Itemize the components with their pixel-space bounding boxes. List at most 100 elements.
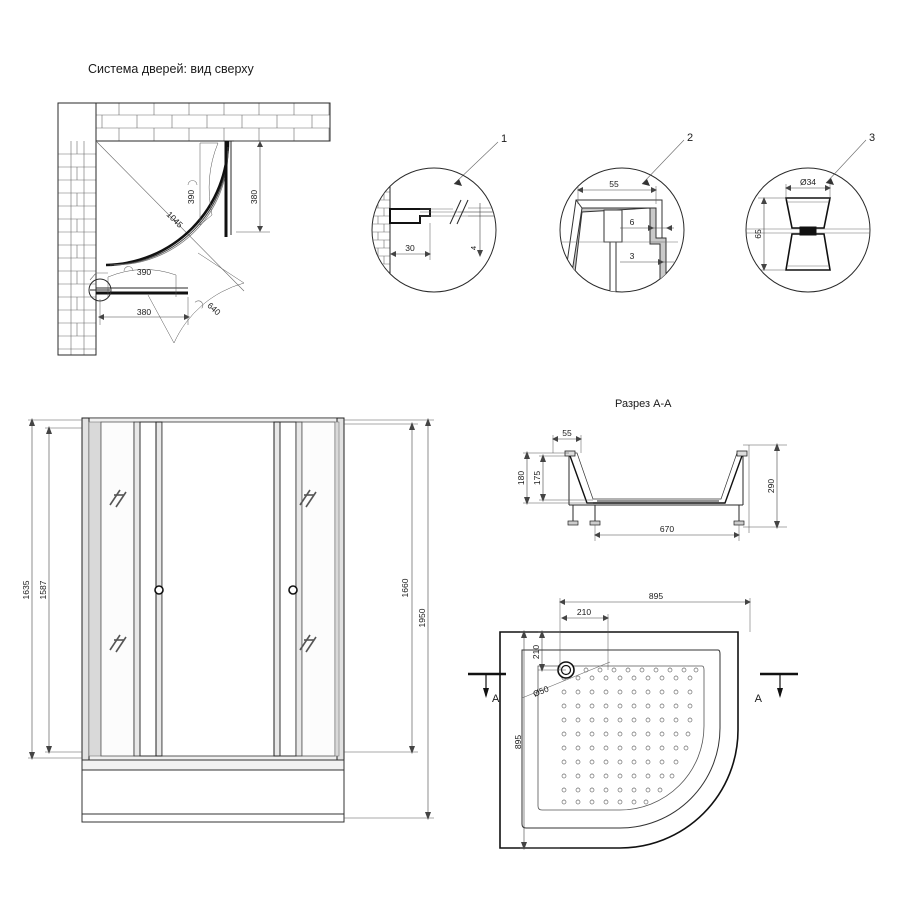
dim-380-vertical-group <box>234 140 270 233</box>
dim-55-group <box>552 435 582 453</box>
tray-base <box>81 813 345 823</box>
handle-right[interactable] <box>288 585 298 595</box>
tray-dim-210-y: 210 <box>531 645 541 659</box>
dim-670-group <box>594 525 740 541</box>
section-aa-title: Разрез A-A <box>615 394 671 412</box>
section-dim-175: 175 <box>532 471 542 485</box>
center-opening <box>161 421 275 757</box>
left-jamb <box>81 417 90 761</box>
dim-1587: 1587 <box>38 580 48 599</box>
dim-380-vertical: 380 <box>249 190 259 204</box>
door-swing-upper <box>208 142 219 216</box>
dim-1635: 1635 <box>21 580 31 599</box>
handle-left[interactable] <box>154 585 164 595</box>
detail-3-label: 3 <box>869 132 875 144</box>
detail-callout-2: 2 55 <box>559 132 693 293</box>
tray-top-edge <box>81 759 345 771</box>
tray-dim-210-x: 210 <box>577 607 591 617</box>
section-mark-right: A <box>755 672 798 705</box>
glass-panel-1 <box>100 421 135 757</box>
section-dim-180: 180 <box>516 471 526 485</box>
dim-1587-group <box>45 426 82 754</box>
dim-1635-group <box>28 418 82 760</box>
handle-knob-lower <box>785 233 831 271</box>
detail-3-circle <box>745 167 871 293</box>
dim-180-group <box>523 451 593 505</box>
tray-outline <box>499 631 739 849</box>
dim-380-horizontal-group <box>98 297 190 325</box>
swing-outer-edge-b <box>147 294 175 344</box>
top-view-title-text: Система дверей: вид сверху <box>88 62 254 76</box>
dim-1950-group <box>344 418 434 820</box>
detail-1-leader <box>453 141 499 185</box>
dim-390-upper: 390 <box>186 190 196 204</box>
detail-3-arrow <box>826 178 834 185</box>
section-aa-title-text: Разрез A-A <box>615 398 672 410</box>
dim-895-depth-group <box>520 630 560 850</box>
section-dim-55: 55 <box>562 428 572 438</box>
flange-left <box>564 450 576 457</box>
door-swing-outer-640 <box>173 282 245 344</box>
handle-knob-upper <box>785 197 831 229</box>
glass-panel-2 <box>139 421 157 757</box>
detail-2-dim-3: 3 <box>630 251 635 261</box>
detail-3-dim-65: 65 <box>753 229 763 239</box>
top-view-title: Система дверей: вид сверху <box>88 60 254 78</box>
detail-callout-1: 1 <box>371 133 507 293</box>
glass-sparkle-marks <box>109 489 317 653</box>
section-a-a: 55 180 175 290 <box>516 428 787 541</box>
tray-apron <box>81 769 345 815</box>
panel-right-fixed-edge <box>334 421 340 757</box>
section-mark-right-label: A <box>755 693 763 705</box>
dim-1660-group <box>344 422 418 754</box>
detail-1-label: 1 <box>501 133 507 145</box>
tray-bowl-inner <box>537 665 705 811</box>
detail-2-dim-6: 6 <box>630 217 635 227</box>
dim-895-top-group <box>559 598 751 670</box>
swing-outer-edge-a <box>197 252 245 284</box>
dim-390-lower: 390 <box>137 267 151 277</box>
glass-panel-4 <box>301 421 336 757</box>
detail-2-label: 2 <box>687 132 693 144</box>
detail-1-circle <box>371 167 497 293</box>
detail-2-arrow <box>642 179 650 186</box>
tray-dim-895-width: 895 <box>649 591 663 601</box>
arc-symbol-lower <box>123 266 134 272</box>
dim-380-horizontal: 380 <box>137 307 151 317</box>
detail-callout-3: 3 Ø34 <box>745 132 875 293</box>
detail-2-leader <box>641 139 685 185</box>
detail-2-circle <box>559 167 685 293</box>
tray-section-inner <box>569 452 743 500</box>
detail-1-dim-4: 4 <box>469 246 478 250</box>
dim-1660: 1660 <box>400 578 410 597</box>
dim-diagonal-1045: 1045 <box>165 209 186 230</box>
arc-symbol-640 <box>194 300 204 309</box>
section-mark-left: A <box>468 672 506 705</box>
dim-175-group <box>539 454 593 502</box>
tray-section-profile <box>568 452 744 504</box>
dim-640: 640 <box>205 300 222 317</box>
support-legs <box>567 505 745 526</box>
detail-1-arrow <box>454 179 462 186</box>
shower-tray-plan: Ø50 895 210 210 <box>468 591 798 850</box>
anti-slip-dots <box>561 667 699 805</box>
swing-tick-b <box>199 214 213 226</box>
tray-dim-895-depth: 895 <box>513 735 523 749</box>
detail-3-dim-d34: Ø34 <box>800 177 816 187</box>
dim-210-x-group <box>561 614 609 670</box>
detail-1-dim-30: 30 <box>405 243 415 253</box>
hinge-leader <box>89 272 108 281</box>
dim-1950: 1950 <box>417 608 427 627</box>
arc-symbol-upper <box>187 180 198 186</box>
section-dim-670: 670 <box>660 524 674 534</box>
detail-2-dim-55: 55 <box>609 179 619 189</box>
flange-right <box>736 450 748 457</box>
panel-3-stile <box>273 421 281 757</box>
section-dim-290: 290 <box>766 479 776 493</box>
door-swing-lower <box>107 269 177 278</box>
front-elevation: 1635 1587 1660 1950 <box>21 417 434 823</box>
shower-glass-outer-arc <box>105 140 230 267</box>
panel-left-fixed-edge <box>88 421 102 757</box>
radius-line <box>96 141 245 292</box>
section-mark-left-label: A <box>492 693 500 705</box>
